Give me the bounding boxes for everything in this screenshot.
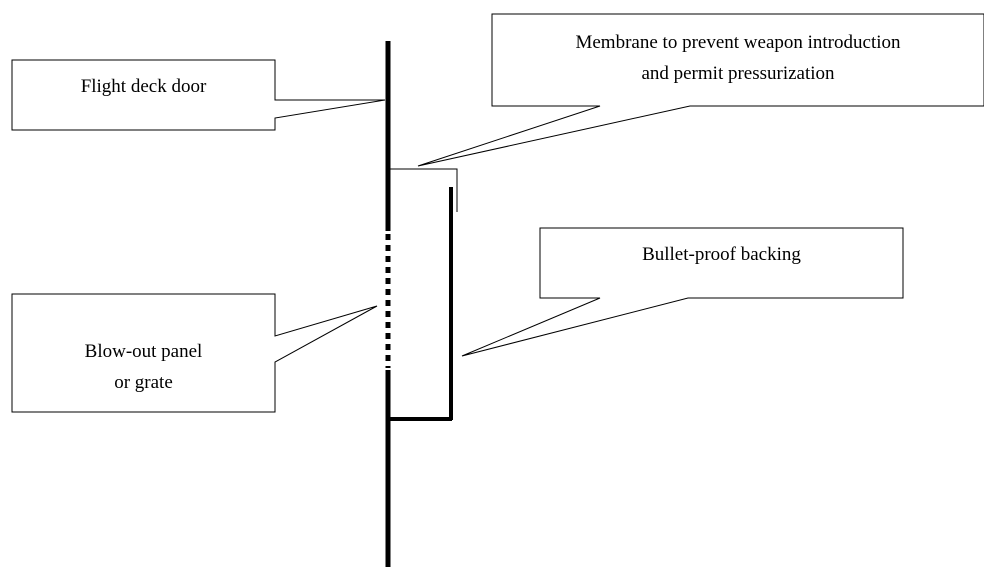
membrane-line — [390, 168, 458, 212]
blow-out-panel-callout-box — [11, 293, 378, 413]
flight-deck-door-label: Flight deck door — [12, 71, 275, 102]
blow-out-panel-label-line-1: Blow-out panel — [84, 341, 203, 362]
flight-deck-door-label-line-1: Flight deck door — [80, 76, 207, 97]
bullet-proof-backing-callout-box — [461, 227, 904, 357]
membrane-label-line-2: and permit pressurization — [641, 63, 835, 84]
blow-out-panel-label: Blow-out panel or grate — [12, 336, 275, 398]
membrane-callout-box — [417, 13, 984, 167]
bullet-proof-backing-label-line-1: Bullet-proof backing — [642, 244, 801, 265]
blow-out-panel-label-line-2: or grate — [114, 372, 173, 393]
membrane-label: Membrane to prevent weapon introduction … — [492, 27, 984, 89]
bullet-proof-backing-label: Bullet-proof backing — [540, 239, 903, 270]
flight-deck-door-callout-box — [11, 59, 386, 131]
membrane-label-line-1: Membrane to prevent weapon introduction — [575, 32, 901, 53]
